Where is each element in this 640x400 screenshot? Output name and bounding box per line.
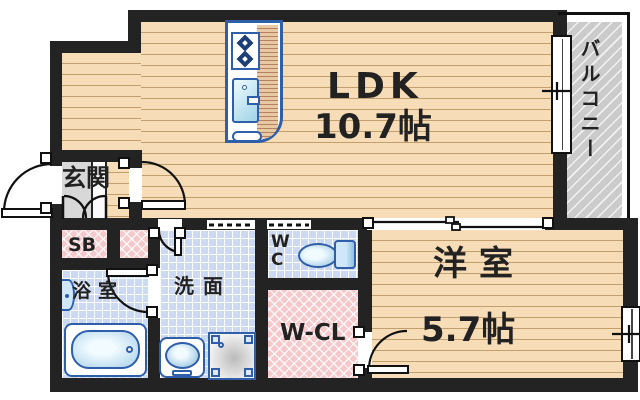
toilet-bowl-icon bbox=[298, 243, 338, 268]
burner-icon bbox=[236, 50, 254, 68]
kitchen-counter-hatch bbox=[257, 25, 278, 139]
burner-icon bbox=[236, 34, 254, 52]
hanging-cabinet-dash-2 bbox=[267, 220, 311, 229]
jamb-marker bbox=[146, 306, 158, 318]
balcony-window bbox=[551, 35, 572, 154]
western-room-floor bbox=[372, 230, 623, 378]
hall-door-opening bbox=[129, 168, 142, 202]
pan-corner bbox=[244, 368, 253, 377]
bathroom-door-opening bbox=[148, 268, 160, 318]
wall-sb-divider bbox=[107, 228, 120, 262]
hanging-cabinet-dash-1 bbox=[207, 220, 255, 229]
toilet-label-line1: W bbox=[271, 232, 290, 252]
walk-in-closet-label: W-CL bbox=[280, 320, 346, 346]
hallway-floor bbox=[107, 162, 129, 218]
kitchen-counter bbox=[225, 20, 283, 143]
jamb-marker bbox=[118, 157, 130, 169]
jamb-marker bbox=[353, 326, 365, 338]
western-room-window bbox=[621, 306, 640, 362]
wall-bottom bbox=[50, 378, 638, 392]
bathtub-icon bbox=[64, 323, 147, 377]
wall-entrance-right-b bbox=[129, 202, 142, 220]
balcony-floor bbox=[566, 22, 622, 218]
pan-corner bbox=[244, 335, 253, 344]
wall-wc-wcl bbox=[255, 278, 372, 290]
western-room-area-label: 5.7帖 bbox=[421, 310, 516, 350]
balcony-label: バルコニー bbox=[577, 38, 601, 163]
shoe-box-area bbox=[62, 230, 107, 258]
toilet-label: W C bbox=[271, 232, 290, 270]
wall-right bbox=[623, 218, 638, 392]
jamb-marker bbox=[148, 227, 160, 239]
closet-area bbox=[120, 230, 148, 258]
toilet-tank-icon bbox=[334, 240, 356, 269]
shower-knob bbox=[65, 294, 69, 298]
bathtub-drain-icon bbox=[126, 346, 133, 353]
wall-entrance-right-a bbox=[129, 150, 142, 168]
wall-balcony-bottom bbox=[553, 218, 638, 230]
washroom-label: 洗面 bbox=[174, 274, 232, 298]
washroom-door-opening bbox=[158, 219, 182, 230]
pan-corner bbox=[211, 335, 220, 344]
jamb-marker bbox=[174, 227, 186, 239]
western-room-label: 洋室 bbox=[433, 244, 525, 284]
wall-left-lower bbox=[50, 204, 62, 392]
jamb-marker bbox=[146, 264, 158, 276]
wall-left-upper bbox=[50, 41, 62, 166]
sink-ledge bbox=[172, 370, 192, 376]
jamb-marker bbox=[542, 217, 554, 229]
jamb-marker bbox=[118, 197, 130, 209]
sliding-door-opening bbox=[367, 218, 545, 230]
balcony-outline-right bbox=[627, 12, 630, 218]
ldk-floor-left bbox=[62, 53, 141, 162]
jamb-marker bbox=[362, 217, 374, 229]
pan-corner bbox=[211, 368, 220, 377]
bathroom-label: 浴室 bbox=[72, 280, 125, 302]
faucet-icon bbox=[247, 96, 260, 105]
wall-sb-bottom bbox=[50, 258, 160, 270]
jamb-marker bbox=[40, 152, 52, 164]
counter-end bbox=[232, 131, 262, 142]
sink-bowl bbox=[165, 342, 200, 369]
wall-washroom-right bbox=[255, 218, 268, 380]
balcony-outline-top bbox=[558, 12, 630, 15]
sink-drain-icon bbox=[242, 85, 247, 90]
sink-icon bbox=[159, 337, 205, 378]
toilet-label-line2: C bbox=[271, 249, 284, 270]
entrance-door-opening bbox=[50, 166, 62, 204]
stove-icon bbox=[231, 32, 260, 70]
ldk-area-label: 10.7帖 bbox=[314, 107, 432, 147]
kitchen-sink-icon bbox=[232, 78, 260, 123]
wall-top bbox=[128, 10, 567, 22]
walk-in-closet-floor bbox=[268, 290, 358, 378]
jamb-marker bbox=[40, 202, 52, 214]
ldk-floor bbox=[141, 22, 553, 220]
ldk-label: LDK bbox=[327, 66, 423, 107]
shower-icon bbox=[62, 279, 75, 311]
jamb-marker bbox=[353, 364, 365, 376]
wall-topleft-horizontal bbox=[50, 41, 141, 53]
pan-drain-icon bbox=[218, 342, 224, 348]
washer-pan-icon bbox=[208, 332, 256, 380]
entrance-label: 玄関 bbox=[62, 164, 110, 192]
shoe-box-label: SB bbox=[68, 234, 97, 256]
